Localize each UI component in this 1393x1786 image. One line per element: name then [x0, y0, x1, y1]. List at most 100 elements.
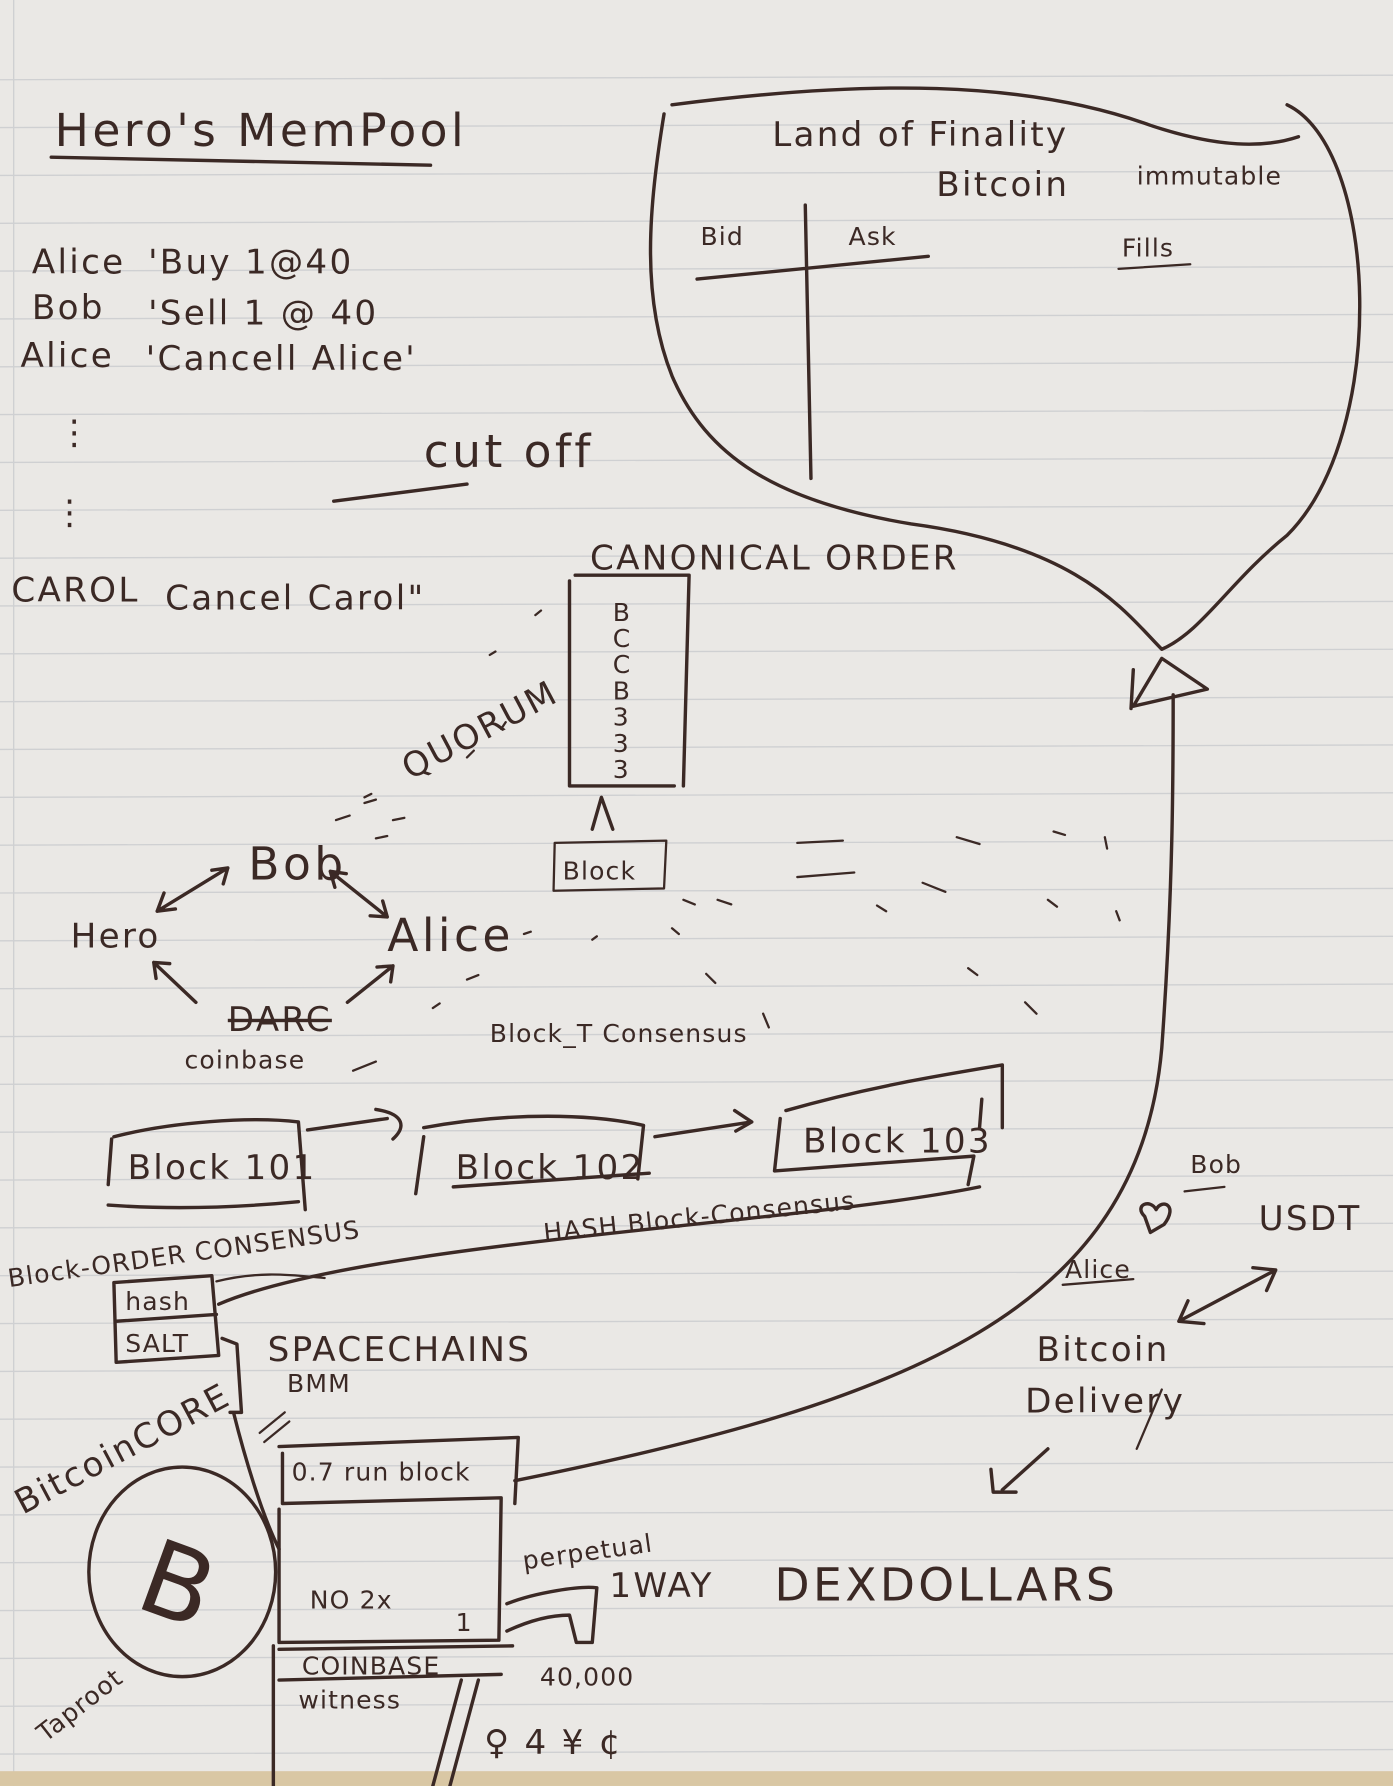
- table-edge: [0, 1771, 1393, 1786]
- usdt-label: USDT: [1259, 1199, 1362, 1239]
- mempool-title: Hero's MemPool: [55, 104, 467, 157]
- canonical-item: C: [613, 650, 632, 679]
- block-consensus-label: Block_T Consensus: [490, 1019, 748, 1048]
- equals-mark: [258, 1411, 291, 1444]
- alice-underline: [1061, 1277, 1135, 1286]
- entry-order: 'Buy 1@40: [148, 242, 353, 282]
- entry-name: CAROL: [11, 570, 139, 610]
- currency-symbols: ♀ 4 ¥ ¢: [484, 1723, 623, 1763]
- entry-name: Alice: [32, 242, 126, 282]
- land-of-finality: Land of Finality Bitcoin immutable Bid A…: [648, 86, 1362, 651]
- hash-block-consensus-label: HASH Block-Consensus: [542, 1186, 857, 1248]
- fills-label: Fills: [1122, 233, 1174, 262]
- canonical-box: [567, 573, 691, 788]
- peer-nodes: Bob Hero Alice DARC coinbase Block_T Con…: [71, 837, 748, 1074]
- entry-order: 'Cancell Alice': [146, 339, 417, 379]
- entry-order: Cancel Carol": [165, 578, 425, 618]
- hash-consensus-line: [216, 1185, 982, 1306]
- immutable-label: immutable: [1137, 162, 1282, 191]
- coinbase-label: coinbase: [185, 1045, 306, 1074]
- exchange-arrow-icon: [1177, 1266, 1278, 1326]
- finality-outline: [648, 86, 1362, 651]
- title-underline: [49, 155, 433, 167]
- hook-arrow-icon: [505, 1585, 599, 1645]
- arrow-icon: [345, 964, 395, 1005]
- run-block-label: 0.7 run block: [292, 1458, 471, 1487]
- hash-salt-box: [112, 1273, 221, 1364]
- witness-label: witness: [298, 1686, 401, 1715]
- node-alice: Alice: [387, 909, 514, 962]
- delivery-curve: [513, 693, 1175, 1483]
- node-darc: DARC: [228, 1000, 332, 1040]
- salt-label: SALT: [125, 1329, 189, 1358]
- cutoff-label: cut off: [424, 425, 594, 478]
- ellipsis-dots: ⋮: [57, 413, 93, 453]
- ellipsis-dots: ⋮: [52, 493, 88, 533]
- bitcoin-core-label: BitcoinCORE: [8, 1376, 237, 1523]
- cutoff-line: [332, 482, 469, 503]
- delivery-label: Delivery: [1025, 1381, 1185, 1421]
- canonical-item: B: [613, 676, 631, 705]
- block-103-box: [772, 1063, 1005, 1187]
- block-chain: Block 101 Block 102 Block 103 HASH Block…: [6, 1063, 1005, 1364]
- finality-title: Land of Finality: [772, 115, 1068, 155]
- dexdollars-label: DEXDOLLARS: [775, 1558, 1119, 1611]
- arrow-icon: [305, 1107, 403, 1141]
- block-102-box: [414, 1114, 651, 1196]
- canonical-item: B: [613, 598, 631, 627]
- dex-section: perpetual 1WAY DEXDOLLARS 40,000 ♀ 4 ¥ ¢: [484, 1529, 1119, 1764]
- triangle-arrow-icon: [1129, 656, 1210, 711]
- canonical-item: 3: [613, 755, 630, 784]
- bitcoin-core: SPACECHAINS BMM BitcoinCORE B Taproot 0.…: [8, 1330, 532, 1786]
- mempool-section: Hero's MemPool Alice 'Buy 1@40 Bob 'Sell…: [11, 104, 594, 619]
- arrow-icon: [653, 1108, 754, 1139]
- heart-icon: [1139, 1202, 1172, 1235]
- core-connector: [220, 1336, 281, 1551]
- node-bob: Bob: [248, 837, 346, 890]
- bid-header: Bid: [700, 222, 743, 251]
- bitcoin-coin-icon: [87, 1465, 278, 1679]
- ask-header: Ask: [849, 222, 897, 251]
- up-arrow-icon: [590, 795, 615, 831]
- order-book-cross: [695, 203, 930, 481]
- canonical-item: C: [613, 624, 632, 653]
- quorum-label: QUORUM: [395, 673, 564, 788]
- hash-label: hash: [125, 1287, 190, 1316]
- down-left-arrow-icon: [989, 1447, 1050, 1494]
- node-hero: Hero: [71, 917, 161, 957]
- coinbase-label: COINBASE: [302, 1651, 440, 1680]
- block-101-box: [106, 1118, 307, 1212]
- block-label: Block: [563, 856, 636, 885]
- no2x-label: NO 2x: [310, 1585, 393, 1614]
- block-box: [552, 839, 668, 892]
- entry-name: Bob: [32, 288, 105, 328]
- spacechains-label: SPACECHAINS: [268, 1330, 532, 1370]
- oneway-label: 1WAY: [609, 1566, 713, 1606]
- connector-line: [215, 1273, 326, 1283]
- double-arrow-icon: [328, 869, 389, 919]
- entry-name: Alice: [21, 336, 115, 376]
- bob-underline: [1183, 1185, 1226, 1193]
- bitcoin-symbol: B: [124, 1517, 231, 1653]
- amount-label: 40,000: [540, 1663, 634, 1692]
- fills-underline: [1117, 263, 1192, 270]
- bmm-label: BMM: [287, 1369, 351, 1398]
- one-label: 1: [456, 1608, 473, 1637]
- canonical-item: 3: [613, 703, 630, 732]
- canonical-order: CANONICAL ORDER B C C B 3 3 3 QUORUM Blo…: [334, 539, 1121, 1072]
- canonical-title: CANONICAL ORDER: [590, 539, 959, 579]
- bob-label: Bob: [1190, 1150, 1242, 1179]
- coinbase-block-box: [271, 1435, 520, 1786]
- delivery-tick: [1135, 1388, 1163, 1450]
- block-102-label: Block 102: [456, 1148, 645, 1188]
- bitcoin-label: Bitcoin: [936, 165, 1069, 205]
- block-order-consensus-label: Block-ORDER CONSENSUS: [6, 1215, 362, 1293]
- bitcoin-label: Bitcoin: [1036, 1330, 1169, 1370]
- consensus-scribbles: [334, 609, 1121, 1072]
- double-arrow-icon: [155, 866, 230, 913]
- delivery-section: Bob USDT Alice Bitcoin Delivery: [513, 656, 1362, 1494]
- entry-order: 'Sell 1 @ 40: [148, 294, 378, 334]
- block-103-label: Block 103: [803, 1122, 992, 1162]
